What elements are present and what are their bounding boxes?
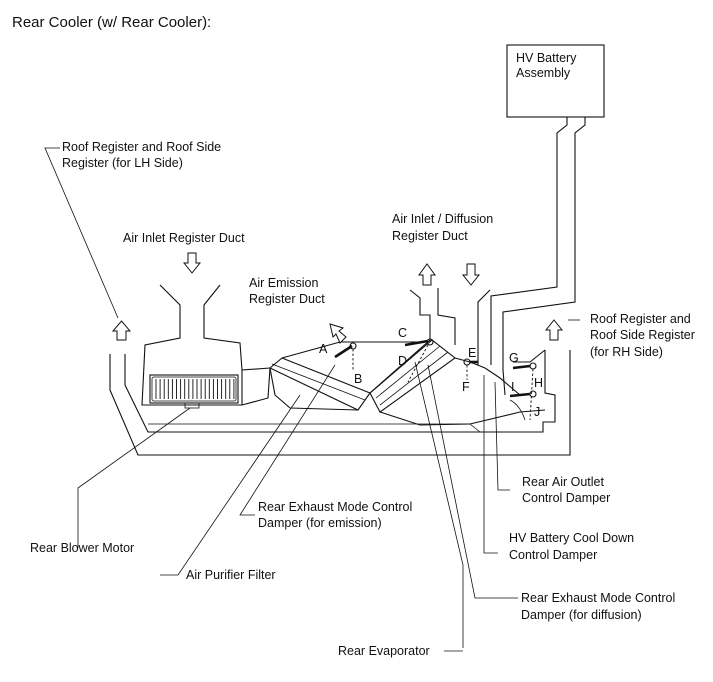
damper-rear-air-outlet [509,362,537,421]
letter-i: I [511,380,514,394]
diagram-title: Rear Cooler (w/ Rear Cooler): [12,14,211,31]
lower-right-duct [379,357,546,426]
damper-diffusion [404,338,434,383]
arrow-diffusion-up [418,263,436,286]
damper-emission [334,342,357,370]
rear-blower-motor [149,374,239,409]
letter-h: H [534,376,543,390]
label-hv-cool-down-1: HV Battery Cool Down [509,531,634,545]
blower-section [141,284,271,406]
damper-hv-cool-down [463,358,478,380]
label-air-inlet-duct: Air Inlet Register Duct [123,231,245,245]
letter-f: F [462,380,470,394]
letter-c: C [398,326,407,340]
arrow-emission-diagonal [329,323,347,344]
label-air-inlet-diffusion-1: Air Inlet / Diffusion [392,212,493,226]
letter-b: B [354,372,362,386]
label-exhaust-emission-2: Damper (for emission) [258,516,382,530]
label-roof-rh-2: Roof Side Register [590,328,695,342]
hv-battery-label-2: Assembly [516,66,571,80]
label-air-purifier-filter: Air Purifier Filter [186,568,276,582]
label-roof-rh-1: Roof Register and [590,312,691,326]
label-roof-rh-3: (for RH Side) [590,345,663,359]
label-exhaust-diffusion-2: Damper (for diffusion) [521,608,642,622]
leader-lines [44,147,580,648]
label-roof-lh-2: Register (for LH Side) [62,156,183,170]
label-exhaust-diffusion-1: Rear Exhaust Mode Control [521,591,675,605]
letter-g: G [509,351,519,365]
right-register-channel [502,349,546,396]
arrow-rh-up [544,319,564,341]
label-air-emission-1: Air Emission [249,276,319,290]
label-hv-cool-down-2: Control Damper [509,548,597,562]
arrow-diffusion-down [461,263,481,286]
label-exhaust-emission-1: Rear Exhaust Mode Control [258,500,412,514]
label-air-emission-2: Register Duct [249,292,325,306]
letter-j: J [534,405,540,419]
label-rear-air-outlet-1: Rear Air Outlet [522,475,605,489]
label-air-inlet-diffusion-2: Register Duct [392,229,468,243]
air-inlet-diffusion-duct [409,288,491,365]
arrow-inlet-down [182,252,202,274]
rear-evaporator [369,339,456,413]
letter-a: A [319,342,328,356]
hv-battery-assembly: HV Battery Assembly [490,44,605,370]
label-rear-evaporator: Rear Evaporator [338,644,430,658]
label-roof-lh-1: Roof Register and Roof Side [62,140,221,154]
letter-d: D [398,354,407,368]
upper-duct [269,339,431,411]
label-rear-air-outlet-2: Control Damper [522,491,610,505]
letter-e: E [468,346,476,360]
arrow-lh-up [111,320,132,341]
hv-battery-label-1: HV Battery [516,51,577,65]
label-rear-blower-motor: Rear Blower Motor [30,541,134,555]
